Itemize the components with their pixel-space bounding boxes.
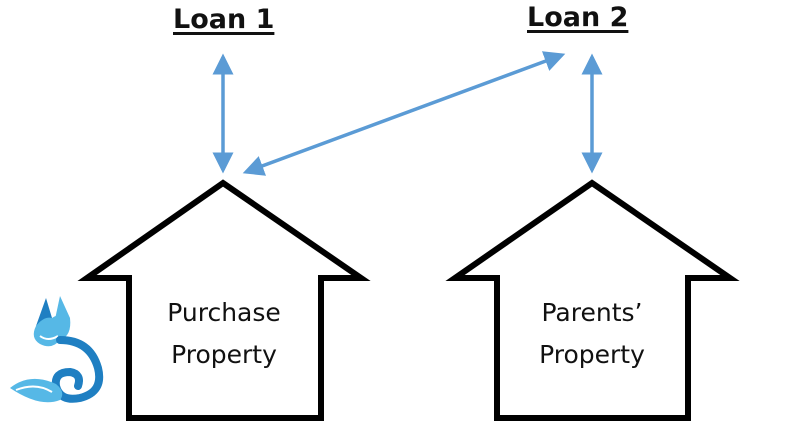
parents-property-label: Parents’ Property [492, 292, 692, 376]
purchase-property-label-line1: Purchase [167, 298, 281, 327]
parents-property-label-line1: Parents’ [541, 298, 643, 327]
loan-1-title: Loan 1 [173, 4, 275, 35]
loan2-purchase-arrow-icon [242, 51, 566, 176]
parents-property-label-line2: Property [539, 340, 645, 369]
purchase-property-label-line2: Property [171, 340, 277, 369]
loan-2-title: Loan 2 [527, 2, 629, 33]
purchase-property-label: Purchase Property [124, 292, 324, 376]
fox-logo-icon [10, 296, 104, 403]
parents-property-house-icon [445, 179, 740, 421]
purchase-property-house-icon [77, 179, 371, 421]
